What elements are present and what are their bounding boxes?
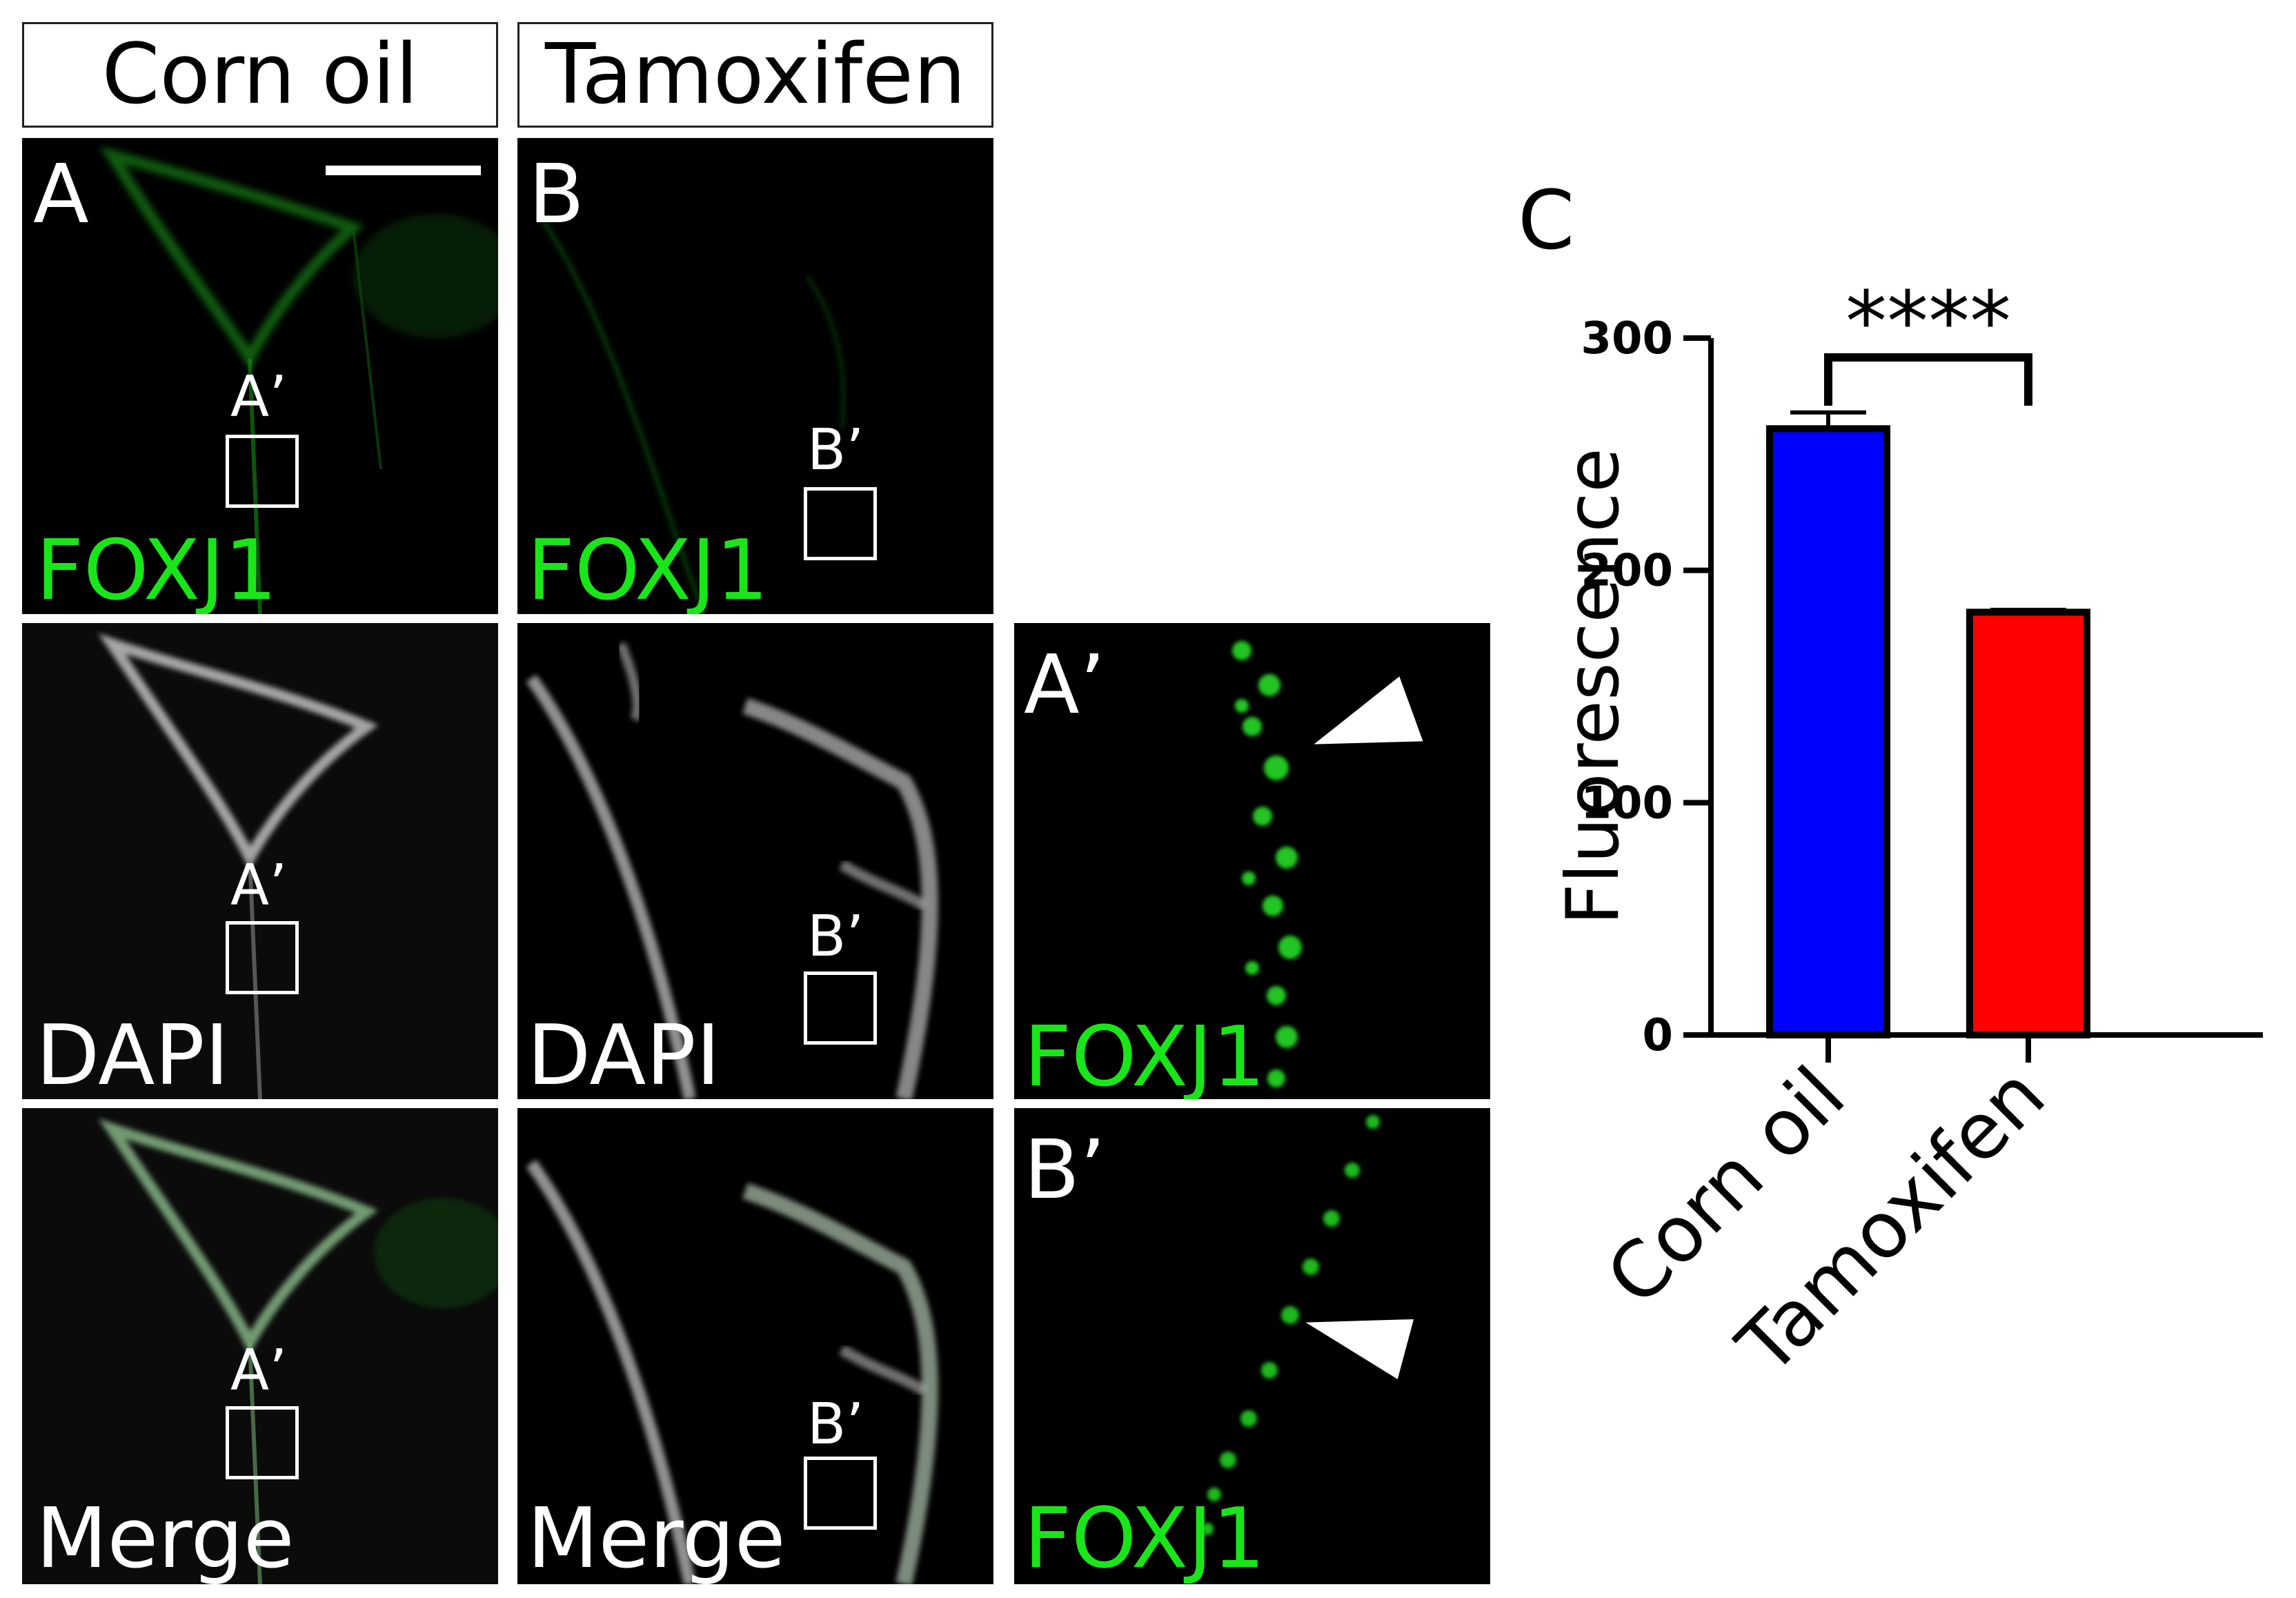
- significance-label: ****: [1845, 275, 2011, 371]
- roi-box: [804, 1457, 877, 1530]
- panel-a-dapi: A’ DAPI: [22, 623, 498, 1099]
- roi-box: [226, 921, 299, 994]
- panel-label-a: A: [33, 146, 89, 241]
- panel-b-prime-zoom: B’ FOXJ1: [1014, 1108, 1490, 1584]
- foxj1-zoom-micrograph: [1232, 641, 1302, 1087]
- panel-a-merge: A’ Merge: [22, 1108, 498, 1584]
- dapi-micrograph: [526, 642, 938, 1099]
- bar: [1766, 425, 1890, 1038]
- panel-a-foxj1: A A’ FOXJ1: [22, 138, 498, 614]
- panel-b-merge: B’ Merge: [517, 1108, 993, 1584]
- panel-b-dapi: B’ DAPI: [517, 623, 993, 1099]
- header-corn-oil: Corn oil: [22, 22, 498, 128]
- panel-label-a-prime: A’: [1024, 637, 1106, 732]
- bracket-line: [1824, 353, 2032, 406]
- merge-micrograph: [526, 1159, 938, 1584]
- roi-label: A’: [230, 364, 288, 430]
- foxj1-micrograph: [99, 146, 498, 614]
- roi-box: [804, 487, 877, 560]
- channel-label-dapi: DAPI: [36, 1008, 230, 1099]
- roi-box: [804, 971, 877, 1045]
- panel-b-foxj1: B B’ FOXJ1: [517, 138, 993, 614]
- dapi-micrograph: [22, 623, 498, 1099]
- panel-a-prime-zoom: A’ FOXJ1: [1014, 623, 1490, 1099]
- roi-label: B’: [807, 417, 864, 483]
- roi-label: B’: [807, 904, 864, 969]
- roi-label: A’: [230, 1338, 288, 1403]
- panel-label-b-prime: B’: [1024, 1122, 1106, 1217]
- channel-label-merge: Merge: [527, 1491, 786, 1584]
- header-corn-oil-label: Corn oil: [101, 27, 419, 123]
- channel-label-foxj1: FOXJ1: [1024, 1009, 1265, 1099]
- channel-label-dapi: DAPI: [527, 1008, 721, 1099]
- y-tick-label: 200: [1581, 546, 1673, 597]
- roi-box: [226, 1406, 299, 1479]
- y-tick-label: 100: [1581, 778, 1673, 829]
- roi-box: [226, 435, 299, 508]
- header-tamoxifen: Tamoxifen: [517, 22, 993, 128]
- foxj1-micrograph: [536, 213, 846, 614]
- roi-label: A’: [230, 853, 288, 918]
- panel-label-c: C: [1518, 172, 1574, 268]
- foxj1-zoom-micrograph: [1201, 1115, 1380, 1535]
- channel-label-foxj1: FOXJ1: [36, 523, 277, 614]
- scale-bar: [326, 166, 481, 175]
- channel-label-foxj1: FOXJ1: [1024, 1491, 1265, 1584]
- y-tick-label: 0: [1642, 1010, 1673, 1061]
- channel-label-foxj1: FOXJ1: [527, 523, 769, 614]
- roi-label: B’: [807, 1392, 864, 1457]
- panel-label-b: B: [528, 146, 584, 241]
- merge-micrograph: [22, 1108, 498, 1584]
- bar: [1966, 609, 2090, 1038]
- channel-label-merge: Merge: [36, 1491, 295, 1584]
- bars: [1766, 410, 2090, 1038]
- significance-bracket: ****: [1824, 275, 2032, 406]
- y-axis-label: Fluorescence: [1551, 448, 1635, 925]
- header-tamoxifen-label: Tamoxifen: [544, 27, 967, 123]
- y-tick-label: 300: [1581, 313, 1673, 364]
